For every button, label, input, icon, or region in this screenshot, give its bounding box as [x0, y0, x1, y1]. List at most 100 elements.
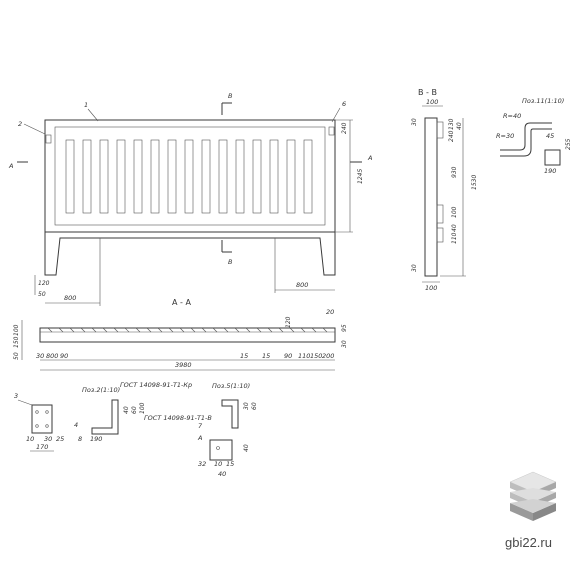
- cut-b-top-label: В: [228, 92, 233, 100]
- dim-aa-right-c: 30: [341, 340, 348, 348]
- p5-a-label: 30: [243, 402, 250, 410]
- section-rib: [289, 327, 295, 333]
- p11-c-label: 255: [565, 138, 572, 150]
- panel-slot: [167, 139, 177, 214]
- dim-bb-bottom-left: 30: [411, 264, 418, 272]
- pos4-label: 4: [74, 421, 78, 429]
- p2-b-label: 190: [90, 435, 102, 443]
- dim-bb-d4: 930: [451, 166, 458, 178]
- pos-a-mark: А: [197, 434, 202, 442]
- section-rib: [256, 327, 262, 333]
- p5-f-label: 40: [218, 470, 226, 478]
- front-view: В В А А 1 2 6 120 50 800 800 240 1245: [8, 92, 372, 306]
- section-rib: [267, 327, 273, 333]
- panel-slot: [286, 139, 296, 214]
- panel-slot: [116, 139, 126, 214]
- dim-bb-d3: 240: [448, 130, 455, 142]
- cut-a-left-label: А: [8, 162, 13, 170]
- cut-b-bottom-label: В: [228, 258, 233, 266]
- dim-front-left-bottom: 50: [38, 291, 46, 298]
- dim-aa-mid: 120: [285, 316, 292, 328]
- p11-d-label: 190: [544, 167, 556, 175]
- dim-aa-r2: 15: [262, 352, 270, 360]
- slot-group: [65, 139, 313, 214]
- dim-aa-left-h1: 100: [13, 324, 20, 336]
- dim-aa-r3: 90: [284, 352, 292, 360]
- section-rib: [245, 327, 251, 333]
- section-rib: [69, 327, 75, 333]
- dim-aa-r4: 110: [298, 352, 310, 360]
- section-rib: [190, 327, 196, 333]
- pos5-detail: Поз.5(1:10) 7 А 30 60 32 10 15 40 40: [197, 382, 258, 478]
- section-rib: [322, 327, 328, 333]
- gost2-label: ГОСТ 14098-91-Т1-В: [144, 414, 212, 422]
- pos7-label: 7: [198, 422, 203, 430]
- p3-c-label: 30: [44, 435, 52, 443]
- dim-bb-d1: 130: [448, 118, 455, 130]
- panel-slot: [65, 139, 75, 214]
- panel-slot: [184, 139, 194, 214]
- p5-g-label: 40: [243, 444, 250, 452]
- section-bb: В - В 100 130 40 240 930 100 40 110 1530…: [411, 88, 478, 292]
- dim-bb-d5: 100: [451, 206, 458, 218]
- section-rib: [168, 327, 174, 333]
- section-aa: А - А 100 150 50 30 800 90 3980 15 15 90…: [13, 298, 348, 371]
- panel-slot: [150, 139, 160, 214]
- pos3-detail: 3 170 10 25 30: [14, 392, 64, 452]
- dim-aa-left-h2: 150: [13, 336, 20, 348]
- dim-aa-r5: 150: [310, 352, 322, 360]
- p3-w-label: 170: [36, 443, 48, 451]
- p3-a-label: 10: [26, 435, 34, 443]
- section-rib: [223, 327, 229, 333]
- dim-aa-right-b: 95: [341, 324, 348, 332]
- section-rib: [113, 327, 119, 333]
- panel-slot: [235, 139, 245, 214]
- section-rib: [278, 327, 284, 333]
- dim-bb-left-top: 30: [411, 118, 418, 126]
- pos6-label: 6: [342, 100, 346, 108]
- dim-aa-total: 3980: [175, 361, 192, 369]
- dim-front-height: 1245: [357, 169, 364, 184]
- section-rib: [212, 327, 218, 333]
- dim-aa-b3: 90: [60, 352, 68, 360]
- dim-front-width-right: 800: [296, 281, 308, 289]
- dim-bb-bottom-width: 100: [425, 284, 437, 292]
- p11-b-label: 45: [546, 132, 554, 140]
- p5-c-label: 32: [198, 460, 206, 468]
- p11-a-label: R=30: [496, 132, 514, 140]
- section-bb-title: В - В: [418, 88, 437, 97]
- section-rib: [102, 327, 108, 333]
- panel-slot: [201, 139, 211, 214]
- section-rib: [234, 327, 240, 333]
- dim-aa-b2: 800: [46, 352, 58, 360]
- dim-bb-d6: 40: [451, 224, 458, 232]
- logo-slab-bottom: [510, 499, 556, 521]
- section-rib: [311, 327, 317, 333]
- gbi-logo-icon: [509, 471, 557, 521]
- panel-slot: [82, 139, 92, 214]
- dim-bb-d7: 110: [451, 232, 458, 244]
- panel-slot: [252, 139, 262, 214]
- panel-slot: [99, 139, 109, 214]
- dim-front-right-top: 240: [341, 122, 348, 134]
- dim-aa-b1: 30: [36, 352, 44, 360]
- dim-bb-top-width: 100: [426, 98, 438, 106]
- section-rib: [300, 327, 306, 333]
- pos11-title: Поз.11(1:10): [522, 97, 564, 105]
- p5-d-label: 10: [214, 460, 222, 468]
- dim-bb-total: 1530: [471, 175, 478, 190]
- section-rib: [91, 327, 97, 333]
- p11-r-label: R=40: [503, 112, 521, 120]
- section-aa-title: А - А: [172, 298, 191, 307]
- pos2-title: Поз.2(1:10): [82, 386, 120, 394]
- dim-front-width-left: 800: [64, 294, 76, 302]
- dim-aa-left-h3: 50: [13, 352, 20, 360]
- site-watermark: gbi22.ru: [505, 535, 552, 550]
- section-rib: [124, 327, 130, 333]
- dim-aa-r6: 200: [322, 352, 334, 360]
- cut-a-right-label: А: [367, 154, 372, 162]
- panel-slot: [303, 139, 313, 214]
- pos2-detail: Поз.2(1:10) ГОСТ 14098-91-Т1-Кр ГОСТ 140…: [74, 381, 212, 443]
- pos1-label: 1: [84, 101, 88, 109]
